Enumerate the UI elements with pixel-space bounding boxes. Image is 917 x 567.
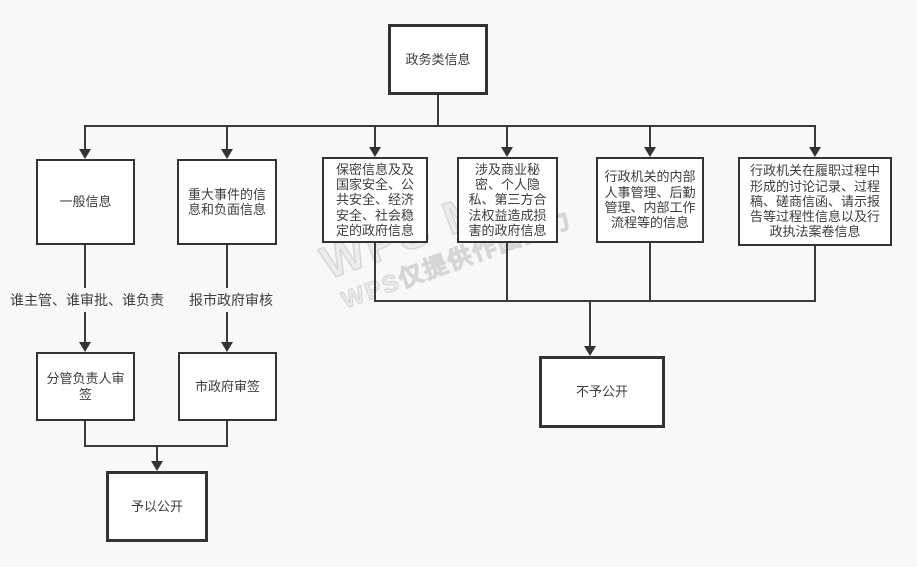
arrowhead-to-commercial — [501, 147, 513, 157]
arrowhead-to-public — [151, 461, 163, 471]
node-city-government-signoff: 市政府审签 — [178, 352, 277, 421]
node-commercial-secret-info: 涉及商业秘密、个人隐私、第三方合法权益造成损害的政府信息 — [457, 157, 558, 243]
connector-notpublic-bus — [375, 300, 816, 302]
node-internal-affairs-info: 行政机关的内部人事管理、后勤管理、内部工作流程等的信息 — [596, 157, 704, 243]
connector-to-commercial — [506, 125, 508, 149]
connector-city-down — [226, 421, 228, 447]
node-procedural-info: 行政机关在履职过程中形成的讨论记录、过程稿、磋商信函、请示报告等过程性信息以及行… — [738, 157, 892, 246]
arrowhead-to-city-sign — [221, 342, 233, 352]
connector-to-public — [156, 445, 158, 463]
node-procedural-info-label: 行政机关在履职过程中形成的讨论记录、过程稿、磋商信函、请示报告等过程性信息以及行… — [749, 163, 880, 240]
node-leader-signoff: 分管负责人审签 — [36, 352, 135, 421]
connector-leader-down — [84, 421, 86, 447]
node-major-event-info: 重大事件的信息和负面信息 — [177, 159, 277, 245]
connector-to-notpublic — [589, 300, 591, 348]
node-government-info: 政务类信息 — [388, 24, 488, 95]
connector-to-major — [226, 125, 228, 151]
connector-root-stem — [437, 95, 439, 127]
connector-to-internal — [649, 125, 651, 149]
node-not-disclosed-label: 不予公开 — [575, 384, 628, 400]
connector-top-bus — [85, 125, 816, 127]
connector-to-procedural — [814, 125, 816, 149]
connector-secret-down — [374, 243, 376, 302]
node-city-government-signoff-label: 市政府审签 — [194, 378, 260, 394]
node-confidential-info-label: 保密信息及及国家安全、公共安全、经济安全、社会稳定的政府信息 — [335, 161, 414, 238]
arrowhead-to-leader-sign — [79, 342, 91, 352]
connector-internal-down — [649, 243, 651, 302]
connector-commercial-down — [506, 243, 508, 302]
arrowhead-to-general — [79, 149, 91, 159]
connector-procedural-down — [814, 246, 816, 302]
node-general-info-label: 一般信息 — [59, 194, 112, 210]
arrowhead-to-procedural — [809, 147, 821, 157]
node-government-info-label: 政务类信息 — [405, 51, 471, 67]
arrowhead-to-notpublic — [584, 346, 596, 356]
arrowhead-to-internal — [644, 147, 656, 157]
node-disclosed-label: 予以公开 — [130, 498, 183, 514]
edge-label-general-rule: 谁主管、谁审批、谁负责 — [5, 288, 169, 312]
connector-to-general — [84, 125, 86, 151]
node-major-event-info-label: 重大事件的信息和负面信息 — [187, 186, 266, 217]
arrowhead-to-secret — [369, 147, 381, 157]
node-commercial-secret-info-label: 涉及商业秘密、个人隐私、第三方合法权益造成损害的政府信息 — [468, 161, 547, 238]
node-disclosed: 予以公开 — [106, 471, 208, 542]
arrowhead-to-major — [221, 149, 233, 159]
node-general-info: 一般信息 — [36, 159, 135, 245]
node-confidential-info: 保密信息及及国家安全、公共安全、经济安全、社会稳定的政府信息 — [322, 157, 428, 243]
edge-label-major-rule: 报市政府审核 — [184, 288, 278, 312]
connector-to-secret — [374, 125, 376, 149]
node-not-disclosed: 不予公开 — [539, 356, 665, 428]
node-internal-affairs-info-label: 行政机关的内部人事管理、后勤管理、内部工作流程等的信息 — [604, 169, 696, 231]
node-leader-signoff-label: 分管负责人审签 — [46, 371, 125, 402]
